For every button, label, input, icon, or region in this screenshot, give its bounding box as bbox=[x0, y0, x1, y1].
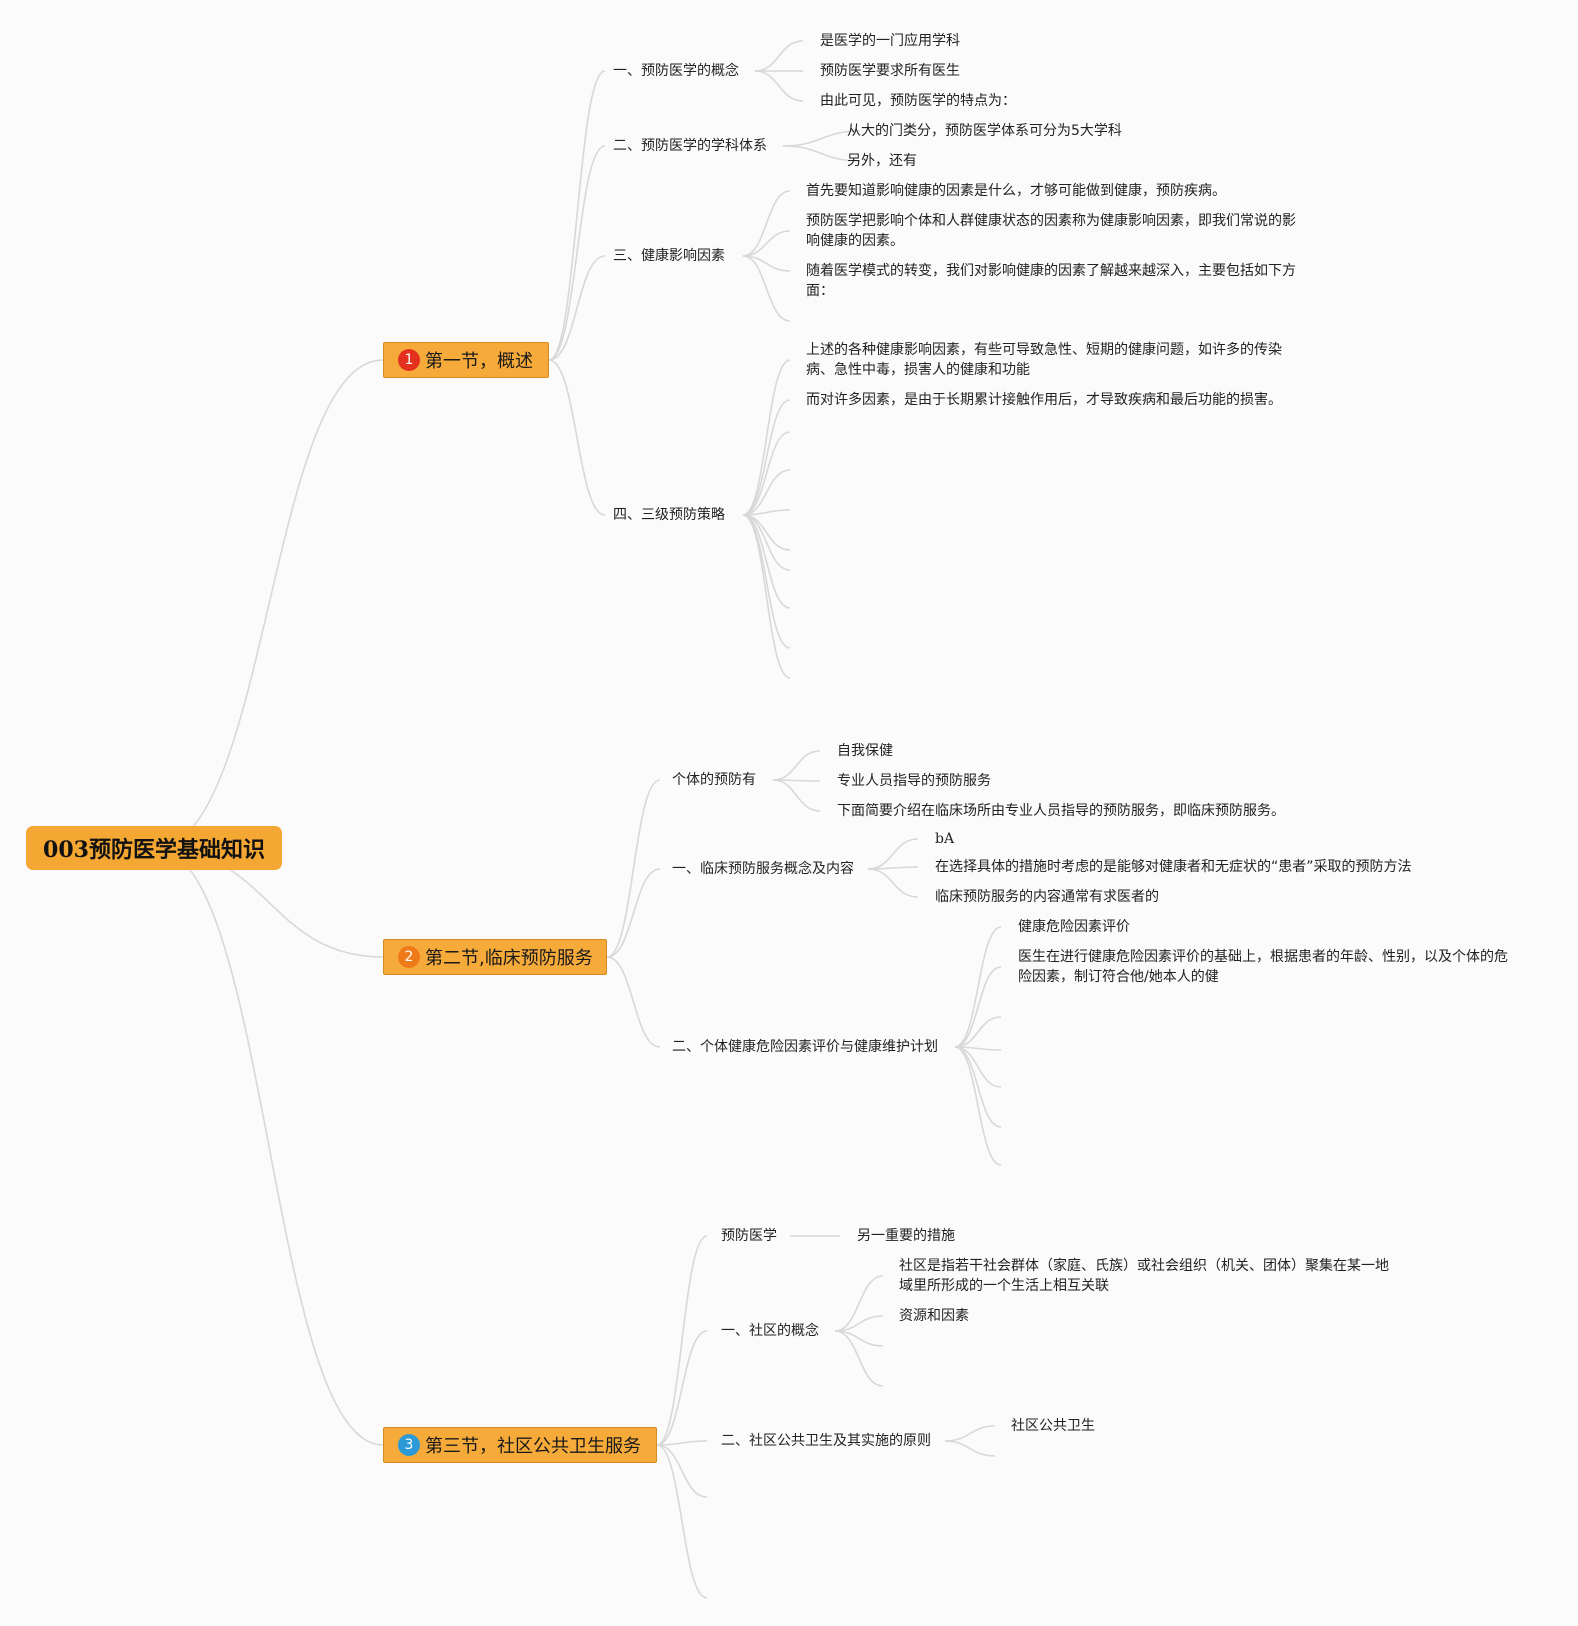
link-section-3-topic-5 bbox=[656, 1444, 708, 1599]
section-1-title: 第一节，概述 bbox=[425, 351, 533, 372]
topic-3-2-item-1[interactable]: 社区是指若干社会群体（家庭、氏族）或社会组织（机关、团体）聚集在某一地域里所形成… bbox=[899, 1258, 1389, 1294]
topic-2-2-item-3[interactable]: 临床预防服务的内容通常有求医者的 bbox=[935, 889, 1159, 905]
link-topic-1-3-item-2 bbox=[742, 230, 791, 257]
topic-2-3-item-2[interactable]: 医生在进行健康危险因素评价的基础上，根据患者的年龄、性别，以及个体的危险因素，制… bbox=[1018, 949, 1508, 985]
topic-1-1[interactable]: 一、预防医学的概念 bbox=[613, 63, 739, 79]
topic-2-1-item-1[interactable]: 自我保健 bbox=[837, 743, 893, 759]
link-root-section-3 bbox=[154, 847, 384, 1446]
link-topic-3-3-item-1 bbox=[944, 1425, 996, 1442]
topic-1-1-item-1[interactable]: 是医学的一门应用学科 bbox=[820, 33, 960, 49]
topic-1-4-item-1[interactable]: 上述的各种健康影响因素，有些可导致急性、短期的健康问题，如许多的传染病、急性中毒… bbox=[806, 342, 1282, 378]
link-section-1-topic-1 bbox=[548, 70, 606, 361]
link-topic-3-2-item-1 bbox=[834, 1275, 884, 1332]
topic-1-3-item-3[interactable]: 随着医学模式的转变，我们对影响健康的因素了解越来越深入，主要包括如下方面： bbox=[806, 263, 1296, 299]
link-topic-1-1-item-1 bbox=[754, 40, 804, 72]
link-topic-1-4-item-1 bbox=[742, 359, 791, 516]
link-topic-1-2-item-2 bbox=[782, 145, 861, 162]
link-section-2-topic-1 bbox=[606, 779, 661, 958]
topic-3-3-item-1[interactable]: 社区公共卫生 bbox=[1011, 1418, 1095, 1434]
link-topic-1-2-item-1 bbox=[782, 130, 861, 147]
link-topic-2-3-item-2 bbox=[954, 966, 1002, 1048]
link-topic-1-3-item-1 bbox=[742, 190, 791, 257]
topic-2-2-item-2[interactable]: 在选择具体的措施时考虑的是能够对健康者和无症状的“患者”采取的预防方法 bbox=[935, 859, 1412, 875]
link-section-2-topic-3 bbox=[606, 956, 661, 1048]
topic-1-4-item-2[interactable]: 而对许多因素，是由于长期累计接触作用后，才导致疾病和最后功能的损害。 bbox=[806, 392, 1282, 408]
link-topic-3-2-item-4 bbox=[834, 1330, 884, 1387]
link-topic-1-1-item-3 bbox=[754, 70, 804, 102]
section-2-title: 第二节,临床预防服务 bbox=[425, 948, 593, 969]
topic-2-1-item-3[interactable]: 下面简要介绍在临床场所由专业人员指导的预防服务，即临床预防服务。 bbox=[837, 803, 1285, 819]
link-section-3-topic-4 bbox=[656, 1444, 708, 1498]
topic-2-2[interactable]: 一、临床预防服务概念及内容 bbox=[672, 861, 854, 877]
link-topic-1-3-item-4 bbox=[742, 255, 791, 322]
section-2-node[interactable]: 2 第二节,临床预防服务 bbox=[383, 939, 607, 975]
section-2-number-badge: 2 bbox=[398, 946, 420, 968]
link-section-3-topic-1 bbox=[656, 1235, 708, 1446]
topic-1-1-item-3[interactable]: 由此可见，预防医学的特点为： bbox=[820, 93, 1016, 109]
link-topic-2-3-item-3 bbox=[954, 1016, 1002, 1048]
link-section-1-topic-2 bbox=[548, 145, 606, 361]
topic-2-2-item-1[interactable]: bA bbox=[935, 831, 955, 847]
topic-1-3-item-1[interactable]: 首先要知道影响健康的因素是什么，才够可能做到健康，预防疾病。 bbox=[806, 183, 1226, 199]
link-section-1-topic-4 bbox=[548, 359, 606, 516]
link-topic-2-1-item-3 bbox=[772, 779, 821, 812]
topic-1-2-item-1[interactable]: 从大的门类分，预防医学体系可分为5大学科 bbox=[847, 123, 1122, 139]
link-root-section-1 bbox=[154, 359, 384, 849]
topic-3-1-item-1[interactable]: 另一重要的措施 bbox=[857, 1228, 955, 1244]
topic-1-3[interactable]: 三、健康影响因素 bbox=[613, 248, 725, 264]
link-topic-2-2-item-1 bbox=[867, 838, 919, 870]
topic-1-3-item-2[interactable]: 预防医学把影响个体和人群健康状态的因素称为健康影响因素，即我们常说的影响健康的因… bbox=[806, 213, 1296, 249]
root-node[interactable]: 003预防医学基础知识 bbox=[26, 826, 282, 870]
section-3-title: 第三节，社区公共卫生服务 bbox=[425, 1436, 641, 1457]
topic-3-3[interactable]: 二、社区公共卫生及其实施的原则 bbox=[721, 1433, 931, 1449]
link-topic-1-4-item-9 bbox=[742, 514, 791, 649]
link-topic-3-3-item-2 bbox=[944, 1440, 996, 1457]
link-topic-1-4-item-10 bbox=[742, 514, 791, 679]
topic-2-1[interactable]: 个体的预防有 bbox=[672, 772, 756, 788]
link-topic-1-4-item-3 bbox=[742, 431, 791, 516]
link-section-1-topic-3 bbox=[548, 255, 606, 361]
topic-1-1-item-2[interactable]: 预防医学要求所有医生 bbox=[820, 63, 960, 79]
link-topic-2-3-item-5 bbox=[954, 1046, 1002, 1088]
link-topic-2-3-item-7 bbox=[954, 1046, 1002, 1166]
section-1-number-badge: 1 bbox=[398, 349, 420, 371]
section-1-node[interactable]: 1 第一节，概述 bbox=[383, 342, 549, 378]
topic-2-3[interactable]: 二、个体健康危险因素评价与健康维护计划 bbox=[672, 1039, 938, 1055]
link-section-2-topic-2 bbox=[606, 868, 661, 958]
link-topic-1-4-item-2 bbox=[742, 399, 791, 516]
topic-2-3-item-1[interactable]: 健康危险因素评价 bbox=[1018, 919, 1130, 935]
topic-3-2[interactable]: 一、社区的概念 bbox=[721, 1323, 819, 1339]
topic-1-2[interactable]: 二、预防医学的学科体系 bbox=[613, 138, 767, 154]
link-section-3-topic-3 bbox=[656, 1440, 708, 1446]
topic-1-2-item-2[interactable]: 另外，还有 bbox=[847, 153, 917, 169]
link-topic-2-3-item-6 bbox=[954, 1046, 1002, 1128]
topic-3-1[interactable]: 预防医学 bbox=[721, 1228, 777, 1244]
link-topic-2-2-item-3 bbox=[867, 868, 919, 898]
link-topic-2-3-item-1 bbox=[954, 926, 1002, 1048]
section-3-node[interactable]: 3 第三节，社区公共卫生服务 bbox=[383, 1427, 657, 1463]
topic-3-2-item-2[interactable]: 资源和因素 bbox=[899, 1308, 969, 1324]
section-3-number-badge: 3 bbox=[398, 1434, 420, 1456]
link-section-3-topic-2 bbox=[656, 1330, 708, 1446]
topic-1-4[interactable]: 四、三级预防策略 bbox=[613, 507, 725, 523]
topic-2-1-item-2[interactable]: 专业人员指导的预防服务 bbox=[837, 773, 991, 789]
link-topic-2-1-item-1 bbox=[772, 750, 821, 781]
link-topic-1-4-item-4 bbox=[742, 469, 791, 516]
